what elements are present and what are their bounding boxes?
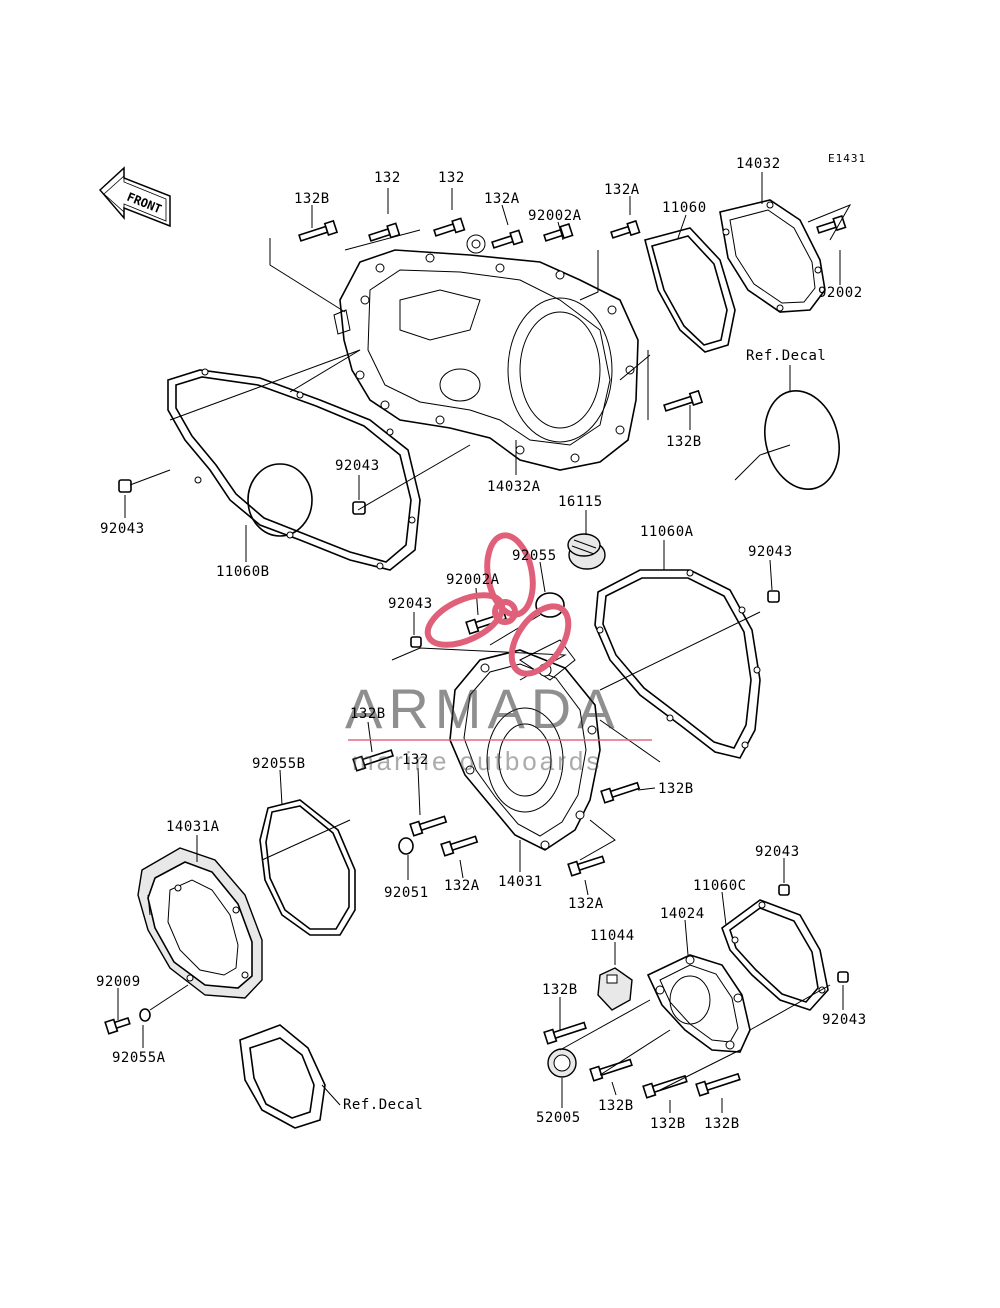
gasket-11060 [644, 227, 736, 353]
leader-lines-bottom-right [559, 858, 844, 1113]
part-label: 92043 [335, 458, 380, 474]
bolts-middle [352, 612, 641, 877]
part-label: Ref.Decal [343, 1097, 423, 1113]
part-label: 92043 [100, 521, 145, 537]
part-label: 92002 [818, 285, 863, 301]
part-label: 14032A [487, 479, 541, 495]
part-label: 132B [542, 982, 578, 998]
part-label: 11044 [590, 928, 635, 944]
part-label: 132B [598, 1098, 634, 1114]
part-label: 132A [604, 182, 640, 198]
part-label: 132A [568, 896, 604, 912]
part-label: 92002A [446, 572, 500, 588]
dowels [118, 479, 849, 983]
part-label: 52005 [536, 1110, 581, 1126]
front-arrow-icon: FRONT [98, 166, 171, 228]
part-label: 14031 [498, 874, 543, 890]
part-label: Ref.Decal [746, 348, 826, 364]
generator-cover-14031 [449, 639, 601, 851]
part-label: 11060B [216, 564, 270, 580]
bolt-92009 [104, 1017, 131, 1035]
part-label: 92055A [112, 1050, 166, 1066]
part-label: 14024 [660, 906, 705, 922]
bolts-bottom-right [543, 1021, 741, 1099]
clutch-cover-14032A [333, 234, 639, 471]
ref-decal-bottom [239, 1024, 326, 1129]
part-label: 14032 [736, 156, 781, 172]
part-label: 11060 [662, 200, 707, 216]
bracket-11044 [597, 967, 633, 1011]
part-label: 92055 [512, 548, 557, 564]
armada-watermark: ARMADA marine outboards [345, 532, 652, 776]
cover-14031A [137, 847, 263, 999]
part-label: 11060A [640, 524, 694, 540]
part-labels: 132B 132 132 132A 92002A 132A 11060 1403… [96, 156, 867, 1132]
propeller-logo-icon [424, 532, 572, 677]
oil-filler-cap-16115 [567, 533, 606, 570]
gasket-11060B [167, 368, 421, 571]
washer-92055A [139, 1008, 151, 1022]
part-label: 132A [484, 191, 520, 207]
part-label: 132A [444, 878, 480, 894]
part-label: 132B [658, 781, 694, 797]
part-label: 92043 [388, 596, 433, 612]
part-label: 132B [650, 1116, 686, 1132]
part-label: 132B [666, 434, 702, 450]
part-label: 92009 [96, 974, 141, 990]
o-ring-92055 [535, 592, 565, 618]
part-label: 92055B [252, 756, 306, 772]
part-label: 92043 [822, 1012, 867, 1028]
part-label: 14031A [166, 819, 220, 835]
part-label: 132 [402, 752, 429, 768]
part-label: 92043 [755, 844, 800, 860]
part-label: 92002A [528, 208, 582, 224]
gasket-11060A [594, 569, 761, 759]
part-label: 132 [374, 170, 401, 186]
part-label: 92051 [384, 885, 429, 901]
part-label: 132 [438, 170, 465, 186]
part-label: 11060C [693, 878, 747, 894]
part-label: 16115 [558, 494, 603, 510]
cover-14032 [719, 199, 826, 313]
ref-decal-top [764, 390, 840, 490]
bolts-top [298, 214, 847, 412]
part-label: 132B [294, 191, 330, 207]
oil-seal-52005 [547, 1048, 577, 1078]
part-label: 92043 [748, 544, 793, 560]
part-label: 132B [350, 706, 386, 722]
diagram-code: E1431 [828, 152, 866, 165]
gasket-92055B [259, 799, 356, 936]
watermark-tagline: marine outboards [352, 746, 602, 776]
part-label: 132B [704, 1116, 740, 1132]
cover-14024 [646, 954, 751, 1053]
leader-lines-top [124, 172, 852, 562]
watermark-brand: ARMADA [345, 677, 621, 740]
leader-lines-bottom-left [117, 769, 351, 1106]
